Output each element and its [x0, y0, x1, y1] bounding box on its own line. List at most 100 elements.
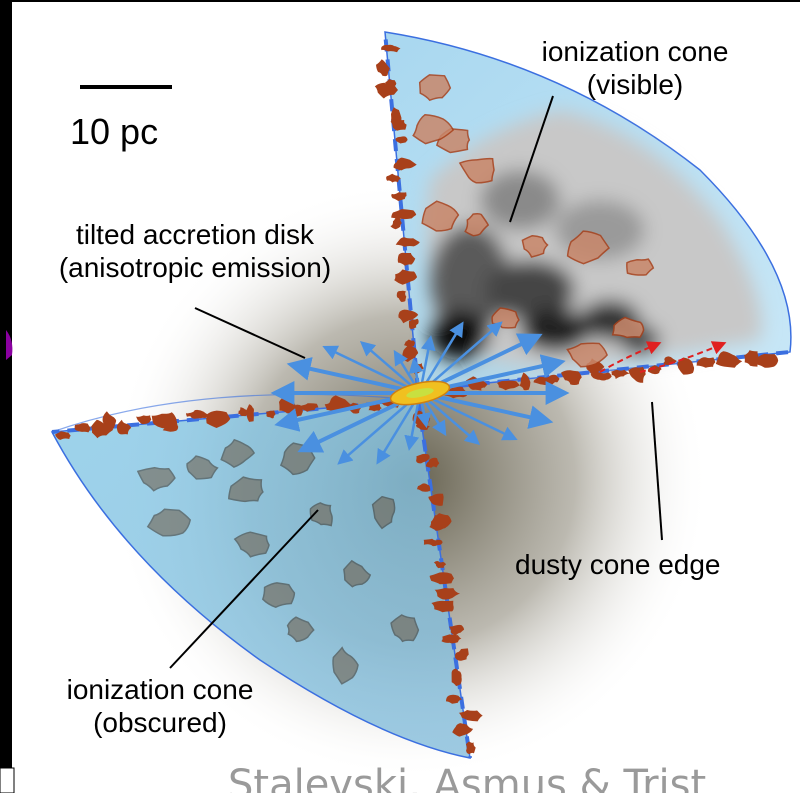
dust-clump-icon [146, 508, 192, 537]
dust-clump-icon [391, 107, 402, 127]
dust-clump-icon [385, 78, 397, 90]
credit-line: Stalevski, Asmus & Trist [228, 762, 707, 793]
dust-clump-icon [265, 410, 276, 419]
dust-clump-icon [136, 415, 152, 425]
dust-clump-icon [566, 342, 608, 368]
emission-arrow [419, 391, 518, 441]
dust-clump-icon [151, 412, 177, 429]
left-edge-accent [6, 330, 13, 360]
dust-clump-icon [455, 648, 469, 661]
label-accretion-disk-line1: tilted accretion disk [75, 219, 315, 250]
dust-clump-icon [233, 531, 270, 558]
dust-clump-icon [391, 209, 417, 220]
dust-clump-icon [371, 495, 396, 530]
dust-clump-icon [186, 455, 219, 480]
leader-lines [169, 95, 663, 669]
dust-clump-icon [441, 634, 462, 644]
dust-clump-icon [393, 157, 417, 171]
dust-clump-icon [390, 217, 402, 230]
outflow-arrow-icon [599, 341, 727, 373]
dust-clump-icon [429, 572, 454, 585]
dust-clump-icon [721, 354, 743, 367]
dust-clump-icon [238, 407, 248, 417]
dust-clump-icon [74, 423, 91, 433]
dust-clump-icon [301, 403, 319, 412]
dust-clump-icon [116, 419, 132, 435]
dust-clump-icon [476, 380, 488, 389]
dust-clump-icon [428, 493, 444, 506]
dust-clump-icon [408, 318, 419, 329]
dust-clump-icon [561, 370, 582, 386]
accretion-disk-icon [389, 380, 451, 406]
dust-clump-icon [391, 192, 407, 201]
dust-clump-icon [611, 316, 645, 339]
dust-clump-icon [412, 114, 455, 145]
dust-clump-icon [434, 588, 460, 600]
dust-clump-icon [451, 668, 462, 687]
dust-clump-icon [465, 741, 476, 754]
dust-clump-icon [497, 380, 520, 391]
dust-clump-icon [464, 213, 490, 237]
dust-clump-icon [343, 559, 372, 588]
dust-clump-icon [91, 419, 114, 439]
emission-arrow [286, 357, 421, 395]
dust-clump-icon [376, 59, 390, 77]
dust-clump-icon [433, 561, 447, 569]
dust-clump-icon [421, 200, 460, 232]
label-visible-cone-line1: ionization cone [541, 36, 729, 67]
dust-clump-icon [452, 723, 473, 737]
dust-clump-icon [136, 466, 176, 492]
emission-arrow [322, 345, 421, 395]
dust-clump-icon [324, 400, 343, 412]
dust-clump-icon [417, 483, 431, 492]
dust-clump-icon [386, 173, 401, 183]
visible-cone [383, 31, 792, 392]
dust-clump-icon [261, 582, 296, 609]
dust-clump-icon [185, 411, 205, 419]
dust-clump-icon [677, 357, 695, 375]
dust-clump-icon [696, 357, 716, 368]
dust-clump-icon [429, 515, 448, 531]
dust-clump-icon [368, 404, 383, 412]
dust-clump-icon [446, 694, 462, 704]
scale-bar-label: 10 pc [70, 111, 159, 152]
dust-clump-icon [397, 252, 416, 266]
dust-clump-icon [332, 646, 359, 685]
label-dusty-cone-edge: dusty cone edge [515, 549, 721, 580]
dust-clump-icon [521, 234, 549, 258]
dust-clump-icon [423, 538, 443, 547]
dust-clump-icon [416, 453, 430, 464]
label-obscured-cone-line1: ionization cone [66, 674, 254, 705]
dust-clump-icon [418, 74, 452, 102]
dust-clump-icon [309, 502, 333, 527]
emission-map [426, 110, 762, 370]
dust-clump-icon [449, 624, 465, 636]
dust-clump-icon [756, 353, 779, 368]
dust-clump-icon [228, 476, 264, 503]
dust-clump-icon [394, 269, 418, 285]
dust-clump-icon [590, 372, 612, 381]
dust-clump-icon [425, 457, 440, 468]
label-visible-cone-line2: (visible) [586, 69, 684, 100]
dust-clump-icon [404, 339, 416, 348]
dust-clump-icon [381, 44, 401, 53]
dust-clump-icon [206, 410, 231, 428]
dust-clump-icon [396, 290, 407, 302]
label-obscured-cone-line2: (obscured) [93, 707, 227, 738]
dust-clump-icon [398, 309, 419, 324]
label-accretion-disk: tilted accretion disk (anisotropic emiss… [2, 218, 388, 284]
dust-clump-icon [626, 258, 655, 276]
dust-clump-icon [55, 431, 71, 440]
dust-clump-icon [566, 230, 611, 265]
dust-clump-icon [647, 365, 662, 375]
label-obscured-cone: ionization cone (obscured) [25, 673, 295, 739]
dust-clump-icon [246, 404, 254, 422]
dust-clump-icon [519, 372, 531, 391]
dust-clump-icon [458, 157, 495, 184]
label-accretion-disk-line2: (anisotropic emission) [58, 252, 332, 283]
dust-clump-icon [390, 614, 420, 643]
dust-clump-icon [744, 350, 760, 367]
